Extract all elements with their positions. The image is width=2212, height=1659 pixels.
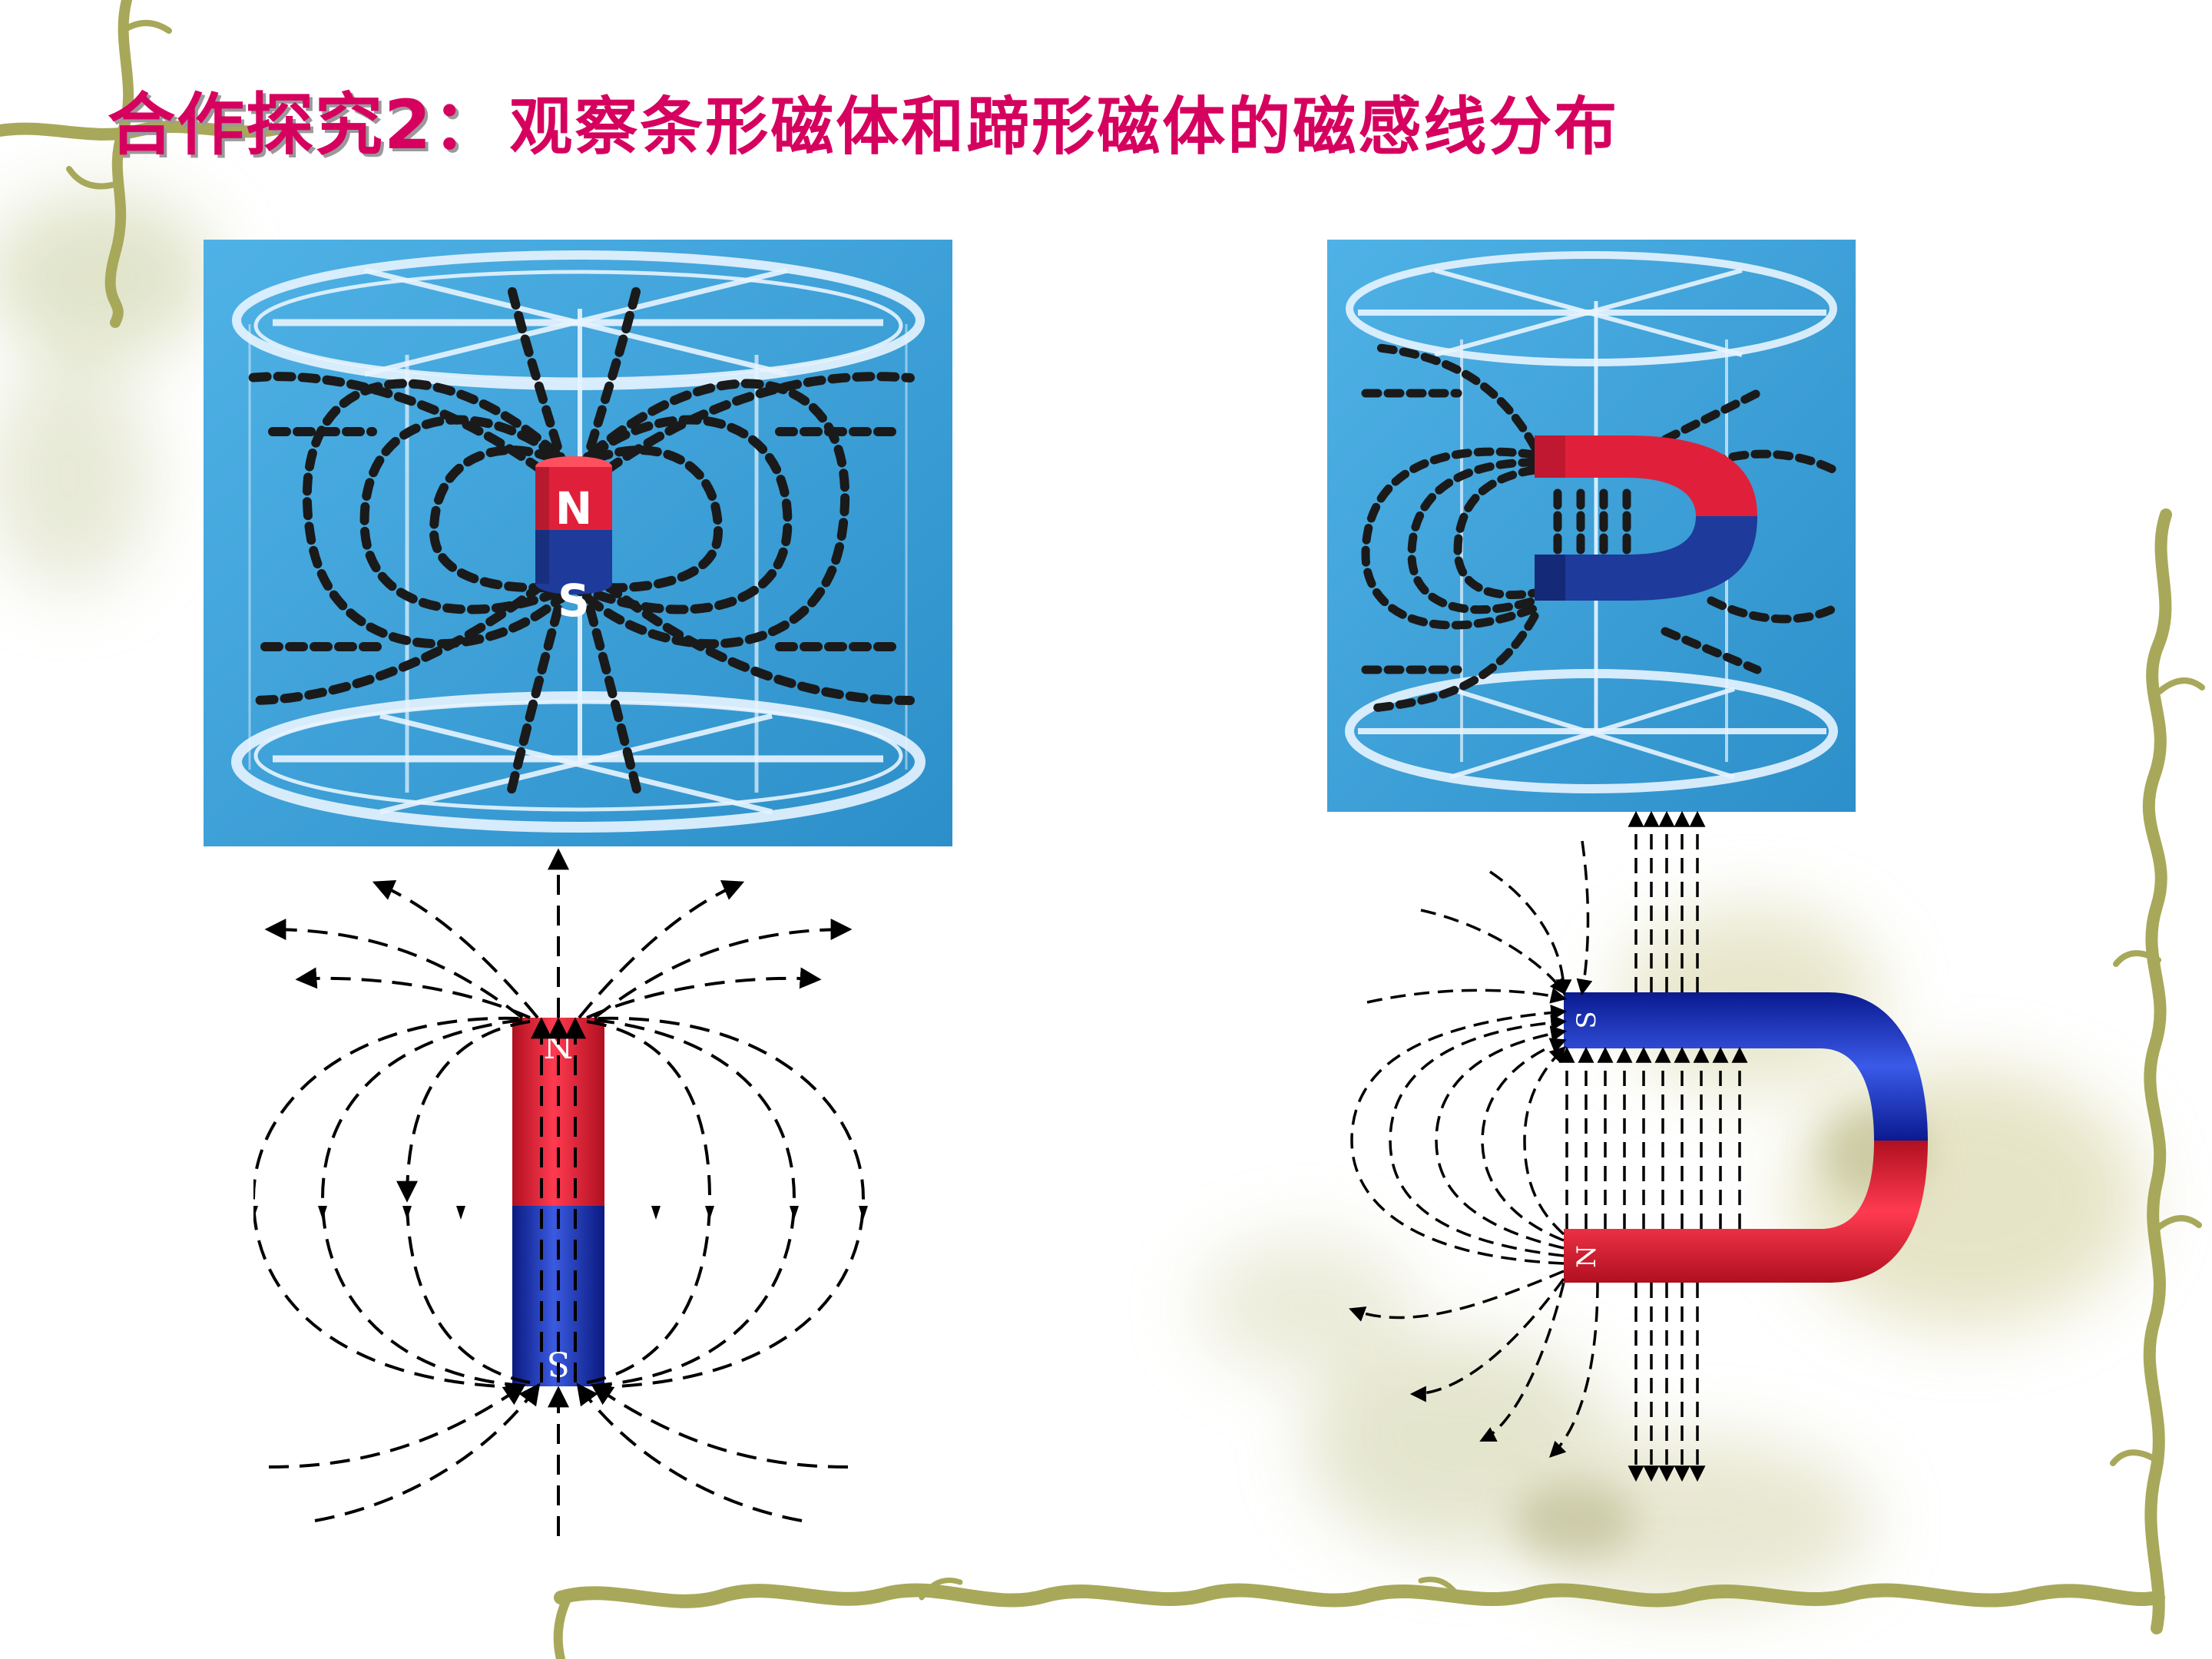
title-text: 观察条形磁体和蹄形磁体的磁感线分布 <box>509 91 1620 164</box>
horseshoe-diagram-south-arm <box>1564 992 1928 1141</box>
horseshoe-magnet-field-diagram: S N <box>1336 810 1951 1486</box>
horseshoe-diagram-north-arm <box>1564 1141 1928 1283</box>
title-prefix: 合作探究2： <box>108 85 502 164</box>
vine-right <box>2110 508 2205 1634</box>
bar-magnet-field-diagram: N S <box>249 845 868 1551</box>
vine-bottom <box>553 1576 2165 1659</box>
bar-magnet-photo-magnet <box>535 456 612 594</box>
horseshoe-diagram-south-label: S <box>1571 1011 1602 1028</box>
bar-photo-south-label: S <box>558 575 590 627</box>
vine-top-left <box>0 0 283 328</box>
bar-diagram-south-pole <box>512 1206 604 1386</box>
bar-diagram-north-pole <box>512 1018 604 1206</box>
horseshoe-photo-magnet <box>1535 435 1757 601</box>
slide-title: 合作探究2：观察条形磁体和蹄形磁体的磁感线分布 <box>108 71 1619 186</box>
horseshoe-magnet-photo <box>1327 240 1856 812</box>
bar-magnet-photo: N S <box>204 240 952 846</box>
horseshoe-diagram-north-label: N <box>1571 1245 1602 1268</box>
bar-photo-north-label: N <box>555 482 593 535</box>
